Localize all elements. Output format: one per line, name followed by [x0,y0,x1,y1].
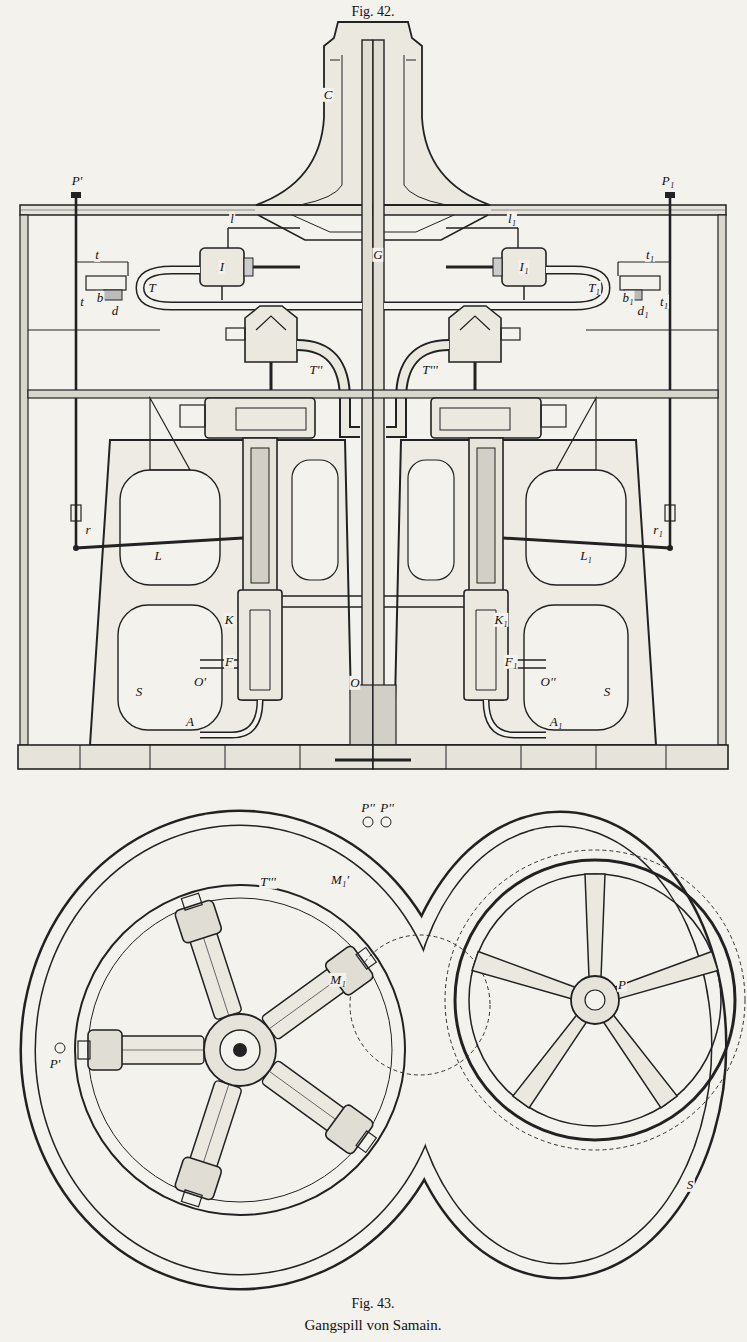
part-letter: P'' [379,801,395,815]
part-letter: O'' [540,675,557,689]
part-letter: l₁ [507,212,517,226]
part-letter: t₁ [659,295,669,309]
part-letter: b [96,291,105,305]
drawing-ellipse [409,827,711,1263]
part-letter: d₁ [636,304,649,318]
part-letter: l [229,212,235,226]
part-letter: d [111,304,120,318]
drawing-ellipse [36,826,444,1274]
part-letter: P₁ [661,174,675,188]
part-letter: M₁ [329,973,346,987]
drawing-circle [204,1014,276,1086]
drawing-use [257,1055,382,1161]
drawing-circle [55,1043,65,1053]
part-letter: L [153,549,162,563]
part-letter: t [79,295,85,309]
part-letter: t [94,248,100,262]
drawing-circle [220,1030,260,1070]
section-right [373,22,728,769]
drawing-use [257,939,382,1045]
drawing-ellipse [395,813,725,1277]
part-letter: T [147,281,156,295]
part-letter: S [686,1178,695,1192]
part-letter: M₁' [330,873,350,887]
part-letter: F [224,655,234,669]
drawing-ellipse [22,812,458,1288]
part-letter: T''' [259,875,277,889]
drawing-circle [571,976,619,1024]
drawing-path [600,1012,677,1108]
drawing-path [585,874,605,978]
drawing-circle [455,860,735,1140]
part-letter: I [219,260,225,274]
part-letter: K₁ [493,613,508,627]
drawing-path [613,952,718,1003]
part-letter: P' [49,1057,62,1071]
drawing-use [171,890,248,1022]
drawing-path [513,1012,590,1108]
part-letter: G [372,248,383,262]
part-letter: A₁ [549,715,563,729]
drawing-ellipse [409,827,711,1263]
part-letter: I₁ [519,260,530,274]
drawing-circle [233,1043,247,1057]
part-letter: r₁ [652,523,664,537]
drawing-path [472,952,577,1003]
part-letter: T'' [309,363,324,377]
plan-view [22,812,745,1288]
drawing-circle [469,874,721,1126]
figure-number: Fig. 43. [350,1296,395,1311]
drawing-use [78,1030,204,1070]
drawing-ellipse [22,812,458,1288]
part-letter: O [349,676,360,690]
part-letter: S [135,685,144,699]
drawing-circle [75,885,405,1215]
part-letter: T''' [421,363,439,377]
part-letter: t₁ [645,248,655,262]
part-letter: A [185,715,195,729]
part-letter: P'' [360,801,376,815]
part-letter: F₁ [504,655,518,669]
drawing-ellipse [395,813,725,1277]
drawing-circle [445,850,745,1150]
part-letter: P' [71,174,84,188]
drawing-use [171,1078,248,1210]
figure-caption: Gangspill von Samain. [302,1317,443,1334]
part-letter: r [84,523,91,537]
drawing-circle [585,990,605,1010]
part-letter: O' [193,675,207,689]
drawing-g [472,874,718,1108]
drawing-circle [363,817,373,827]
part-letter: P [617,978,627,992]
part-letter: b₁ [621,291,634,305]
drawing-circle [381,817,391,827]
drawing-g [445,850,745,1150]
figure-number: Fig. 42. [350,4,395,19]
part-letter: C [323,88,334,102]
drawing-ellipse [36,826,444,1274]
drawing-g [78,890,383,1211]
section-left [18,22,373,769]
part-letter: L₁ [579,549,593,563]
part-letter: K [224,613,235,627]
part-letter: T₁ [587,281,601,295]
part-letter: S [603,685,612,699]
